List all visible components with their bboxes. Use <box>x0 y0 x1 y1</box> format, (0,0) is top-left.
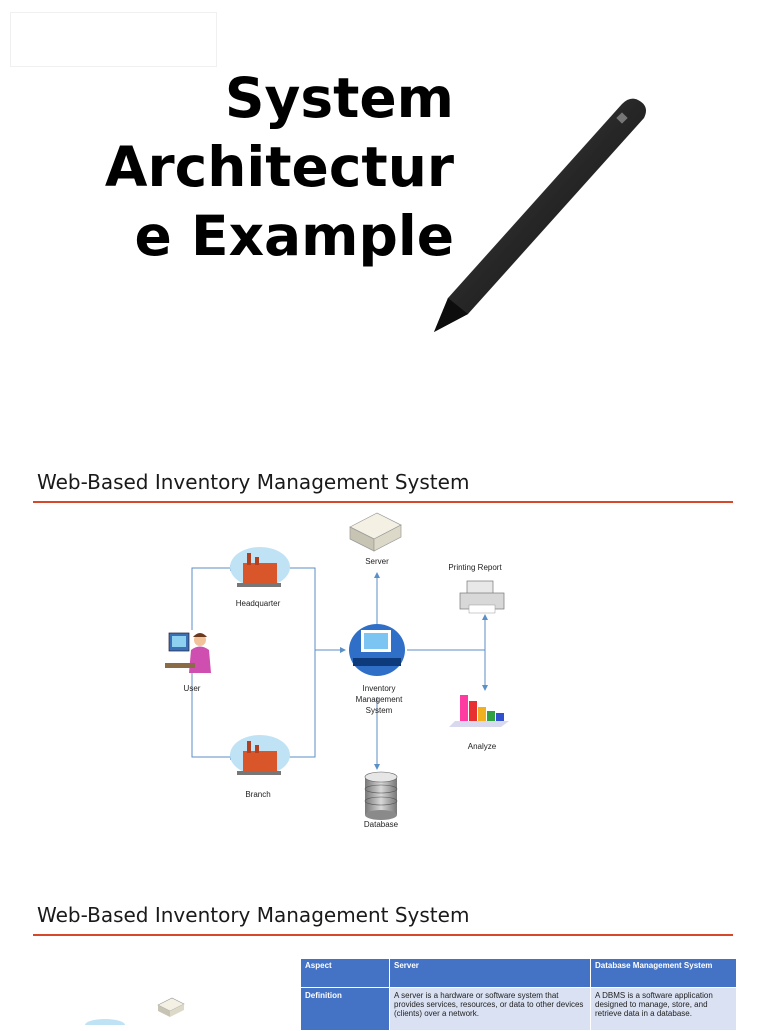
table-header-cell: Aspect <box>300 958 390 988</box>
server-label: Server <box>365 557 389 566</box>
analyze-label: Analyze <box>467 742 497 751</box>
slide2-mini-diagram <box>85 997 185 1025</box>
architecture-diagram: Server Printing Report Headquarter User … <box>155 505 535 835</box>
hero-title-line-2: Architectur <box>104 135 454 199</box>
headquarter-label: Headquarter <box>235 599 281 608</box>
comparison-table: Aspect Server Database Management System… <box>300 958 737 1031</box>
slide1-title: Web-Based Inventory Management System <box>37 470 470 494</box>
table-row: Definition A server is a hardware or sof… <box>300 987 737 1031</box>
analyze-chart-icon <box>449 695 509 727</box>
ims-label-line-1: Inventory <box>362 684 396 693</box>
branch-label: Branch <box>245 790 271 799</box>
logo-placeholder <box>10 12 217 67</box>
user-icon <box>165 632 211 673</box>
user-label: User <box>183 684 201 693</box>
diagram-canvas <box>165 512 509 820</box>
hero-title-line-3: e Example <box>134 204 454 268</box>
server-icon <box>349 512 402 552</box>
connector-user-branch <box>191 670 236 760</box>
table-row-header: Definition <box>300 987 390 1031</box>
ims-computer-icon <box>349 624 405 676</box>
database-icon <box>364 771 398 820</box>
connector-user-headquarter <box>191 565 236 630</box>
hero-title-line-1: System <box>224 66 454 130</box>
slide1-title-rule <box>33 501 733 503</box>
ims-label-line-3: System <box>365 706 393 715</box>
table-header-cell: Server <box>389 958 591 988</box>
database-label: Database <box>363 820 399 829</box>
stylus-pen-image <box>434 98 646 333</box>
slide2-title: Web-Based Inventory Management System <box>37 903 470 927</box>
table-cell: A server is a hardware or software syste… <box>389 987 591 1031</box>
table-header-row: Aspect Server Database Management System <box>300 958 737 988</box>
table-cell: A DBMS is a software application designe… <box>590 987 737 1031</box>
printer-icon <box>459 580 505 614</box>
printing-report-label: Printing Report <box>448 563 502 572</box>
ims-label-line-2: Management <box>355 695 403 704</box>
hero-title: System Architectur e Example <box>74 64 454 271</box>
slide2-title-rule <box>33 934 733 936</box>
branch-icon <box>230 735 290 775</box>
headquarter-icon <box>230 547 290 587</box>
table-header-cell: Database Management System <box>590 958 737 988</box>
connector-branch-ims <box>280 650 316 758</box>
connector-headquarter-ims <box>280 567 316 650</box>
